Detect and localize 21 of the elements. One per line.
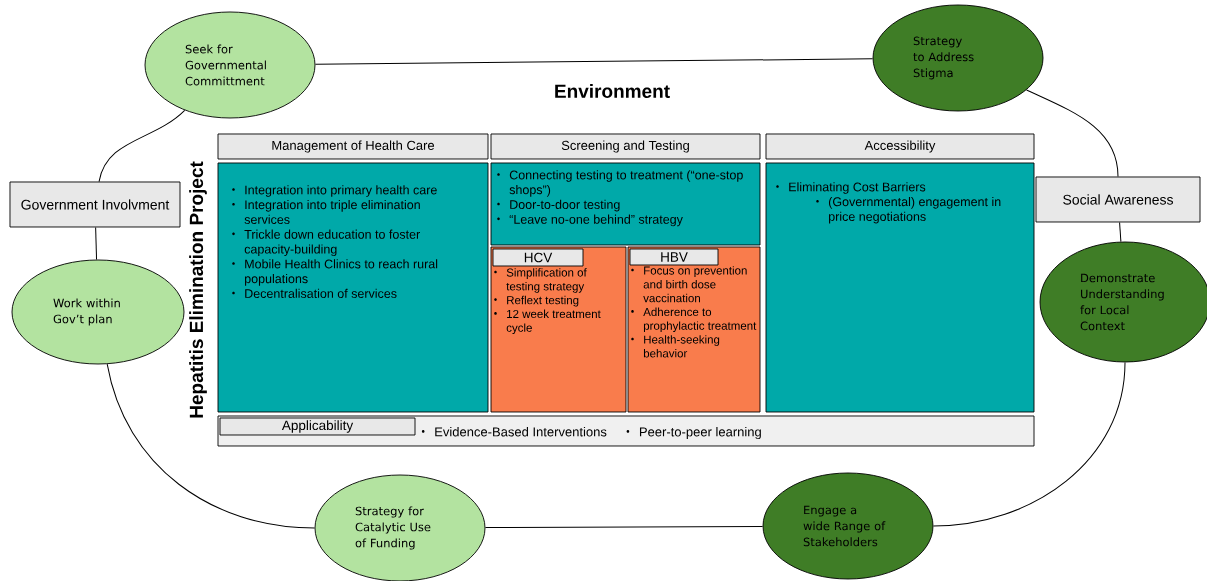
track-line xyxy=(484,525,764,529)
header-box: Management of Health Care xyxy=(217,133,489,160)
content-box: Connecting testing to treatment (“one-stop shops”) Door-to-door testing “Leave no-one behind” strategy xyxy=(490,162,761,246)
label-box: Social Awareness xyxy=(1035,176,1201,223)
label-box: Government Involvment xyxy=(9,181,181,228)
vertical-title: Hepatitis Elimination Project xyxy=(189,161,207,418)
content-box: Integration into primary health care Integration into triple elimination services Trickle down education to foster capacity-building Mobile Health Clinics to reach rural populations Decentralisation of services xyxy=(217,162,489,413)
tab-label: HBV xyxy=(629,248,719,266)
track-line xyxy=(1026,89,1119,178)
track-line xyxy=(106,363,316,529)
title-text: Environment xyxy=(555,84,670,98)
header-box: Screening and Testing xyxy=(490,133,761,160)
track-line xyxy=(98,109,186,183)
track-line xyxy=(314,58,874,65)
content-box: Eliminating Cost Barriers (Governmental) engagement in price negotiations xyxy=(765,162,1035,413)
tab-label: Applicability xyxy=(219,417,416,436)
track-line xyxy=(1119,221,1122,243)
track-line xyxy=(932,361,1126,527)
header-box: Accessibility xyxy=(765,133,1035,160)
track-line xyxy=(95,226,98,261)
tab-label: HCV xyxy=(492,248,584,267)
